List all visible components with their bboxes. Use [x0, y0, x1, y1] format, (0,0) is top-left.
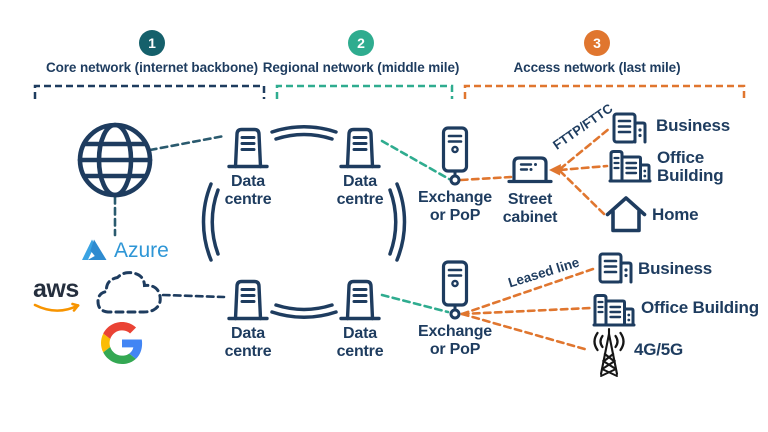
access-links — [459, 126, 612, 352]
street-cabinet-label-line1: Street — [507, 191, 553, 208]
cabinet-to-home-line — [558, 169, 606, 216]
regional-links — [380, 139, 451, 314]
ring-arcs — [201, 124, 407, 320]
exchange-label: Exchange or PoP — [418, 323, 492, 359]
azure-logo: Azure — [80, 238, 169, 262]
data-centre-label-line2: centre — [224, 342, 272, 360]
ring-arc-top-outer — [270, 124, 338, 134]
data-centre-label: Data centre — [225, 173, 272, 209]
business-label-top: Business — [656, 116, 730, 135]
cabinet-to-office-line — [558, 164, 609, 172]
cloud-to-datacentre-line — [161, 293, 226, 299]
access-bracket — [463, 84, 746, 99]
google-logo — [101, 322, 143, 364]
data-centre-label: Data centre — [337, 325, 384, 361]
section-3-number: 3 — [593, 35, 601, 51]
data-centre-label-line1: Data — [231, 173, 265, 190]
street-cabinet-label: Street cabinet — [503, 191, 558, 227]
data-centre-icon — [338, 276, 382, 322]
exchange-label-line1: Exchange — [418, 189, 492, 206]
business-building-icon — [596, 251, 634, 284]
exchange-to-cellular-line — [460, 312, 590, 352]
exchange-to-business2-line — [460, 266, 598, 316]
cabinet-arrowhead — [549, 164, 561, 176]
ring-arc-bottom-outer — [270, 310, 338, 320]
office-building-icon — [606, 145, 652, 183]
regional-bracket — [275, 84, 454, 99]
exchange-pop-top: Exchange or PoP — [415, 126, 495, 225]
exchange-pop-bottom: Exchange or PoP — [415, 260, 495, 359]
data-centre-label-line2: centre — [336, 190, 384, 208]
ring-arc-bottom-inner — [274, 303, 334, 312]
cellular-label: 4G/5G — [634, 340, 684, 359]
section-2-badge: 2 — [348, 30, 374, 56]
section-2-number: 2 — [357, 35, 365, 51]
data-centre-icon — [226, 124, 270, 170]
business-label-bottom: Business — [638, 259, 712, 278]
office-building-label-bottom: Office Building — [641, 298, 759, 317]
datacentre-to-exchange-bottom-line — [380, 293, 450, 314]
cloud-icon — [92, 267, 168, 321]
business-building-icon — [610, 111, 648, 144]
office-building-label-line1: Office — [657, 148, 704, 167]
section-brackets — [33, 84, 746, 99]
exchange-label: Exchange or PoP — [418, 189, 492, 225]
cabinet-to-business-line — [558, 126, 612, 171]
datacentre-to-exchange-top-line — [380, 139, 451, 181]
globe-to-datacentre-line — [148, 134, 226, 152]
exchange-pop-icon — [440, 260, 470, 320]
data-centre-label-line2: centre — [224, 190, 272, 208]
data-centre-icon — [338, 124, 382, 170]
data-centre-top-right: Data centre — [330, 124, 390, 209]
ring-arc-left-outer — [201, 182, 213, 262]
section-3-badge: 3 — [584, 30, 610, 56]
exchange-pop-icon — [440, 126, 470, 186]
street-cabinet-icon — [505, 150, 555, 188]
data-centre-bottom-right: Data centre — [330, 276, 390, 361]
data-centre-label-line1: Data — [231, 325, 265, 342]
data-centre-bottom-left: Data centre — [218, 276, 278, 361]
ring-arc-right-inner — [388, 188, 398, 256]
globe-icon — [75, 120, 155, 200]
aws-logo: aws — [33, 277, 83, 316]
street-cabinet: Street cabinet — [492, 150, 568, 227]
exchange-label-line2: or PoP — [429, 340, 481, 358]
section-2-label: Regional network (middle mile) — [262, 60, 460, 75]
data-centre-icon — [226, 276, 270, 322]
ring-arc-left-inner — [210, 188, 220, 256]
aws-logo-text: aws — [33, 275, 79, 303]
cell-tower-icon — [588, 327, 630, 377]
azure-logo-icon — [80, 238, 108, 262]
exchange-to-cabinet-line — [459, 175, 513, 182]
home-icon — [604, 194, 648, 234]
data-centre-label-line2: centre — [336, 342, 384, 360]
aws-smile-icon — [33, 302, 83, 316]
office-building-label-line2: Building — [657, 165, 724, 185]
data-centre-top-left: Data centre — [218, 124, 278, 209]
core-bracket — [33, 84, 266, 99]
section-1-label: Core network (internet backbone) — [45, 60, 259, 75]
office-building-icon — [590, 289, 636, 327]
section-1-number: 1 — [148, 35, 156, 51]
exchange-label-line1: Exchange — [418, 323, 492, 340]
data-centre-label-line1: Data — [343, 325, 377, 342]
azure-logo-text: Azure — [114, 238, 169, 262]
section-3-label: Access network (last mile) — [513, 60, 681, 75]
exchange-to-office2-line — [460, 306, 593, 316]
exchange-label-line2: or PoP — [429, 206, 481, 224]
data-centre-label: Data centre — [337, 173, 384, 209]
data-centre-label: Data centre — [225, 325, 272, 361]
ring-arc-right-outer — [395, 182, 407, 262]
office-building-label-top: Office Building — [657, 148, 724, 185]
ring-arc-top-inner — [274, 132, 334, 141]
home-label: Home — [652, 205, 699, 224]
street-cabinet-label-line2: cabinet — [502, 208, 558, 226]
section-1-badge: 1 — [139, 30, 165, 56]
data-centre-label-line1: Data — [343, 173, 377, 190]
core-links — [113, 134, 226, 299]
